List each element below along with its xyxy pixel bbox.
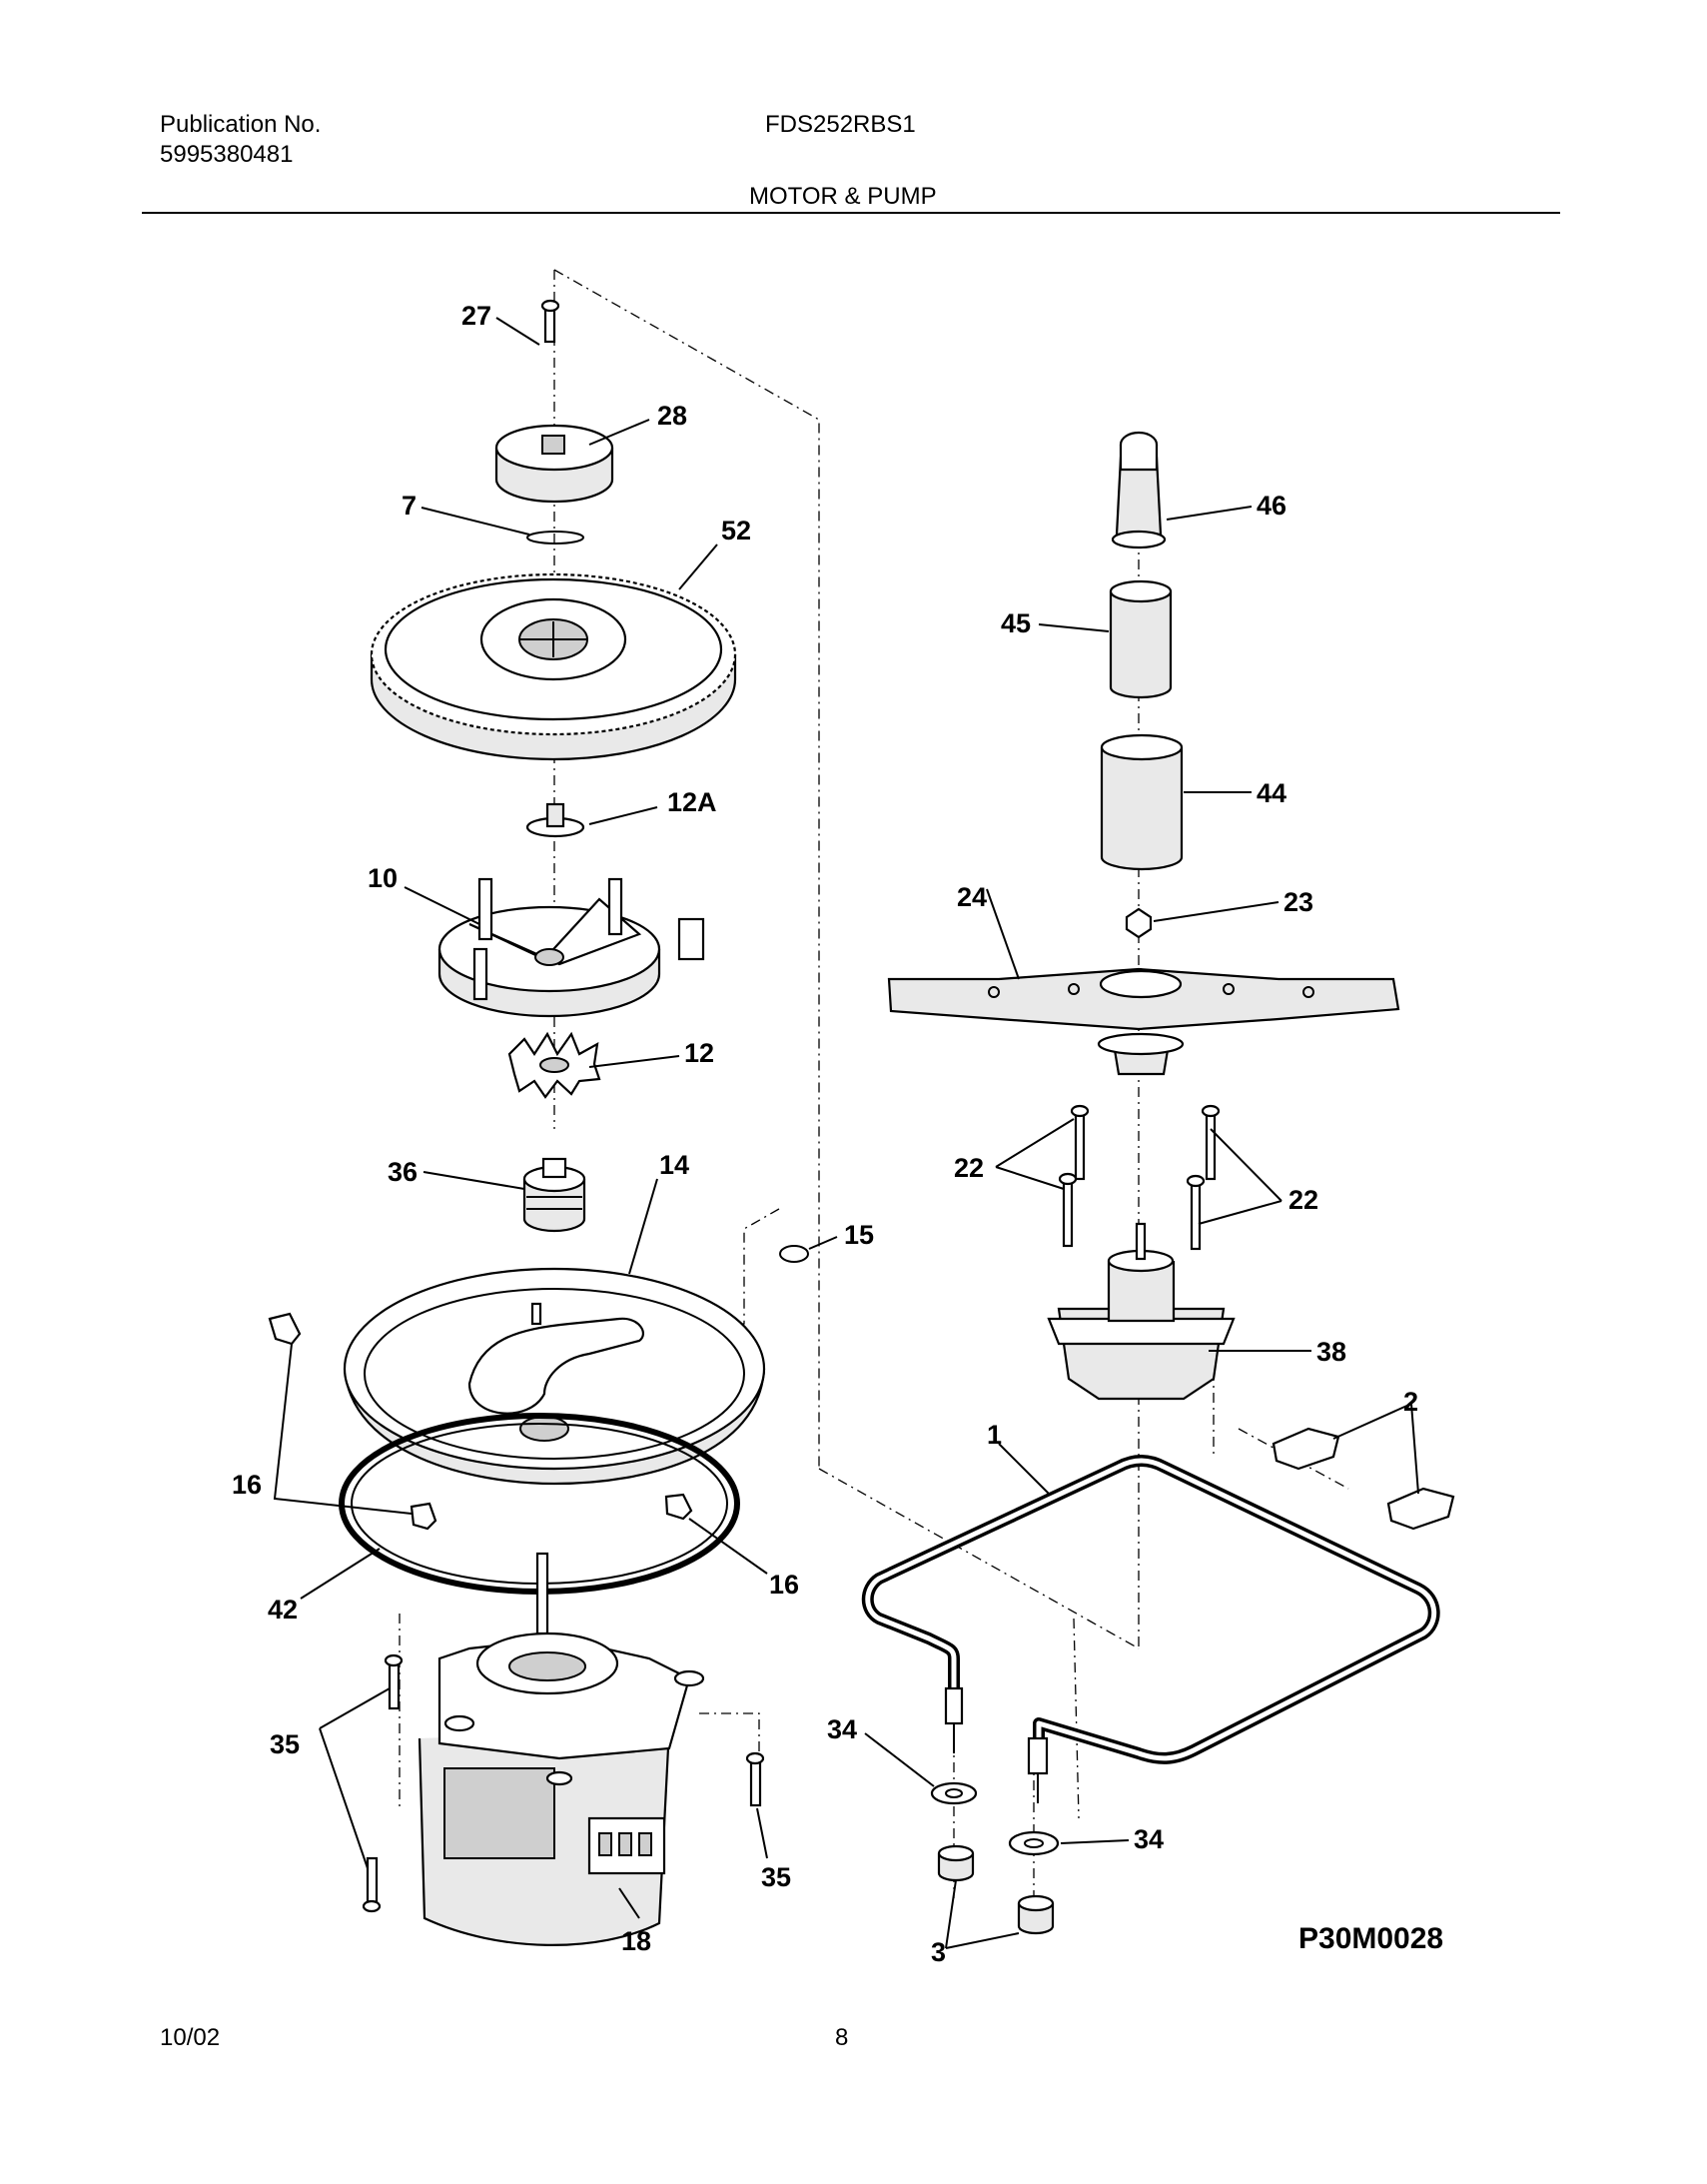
callout-24: 24 [957,882,987,912]
part-12-impeller [507,1031,601,1099]
part-16-brackets [268,1312,693,1531]
part-24-spray-arm [887,967,1400,1076]
header-rule [142,212,1560,214]
part-45-tube [1109,579,1173,699]
callout-23: 23 [1283,887,1313,917]
callout-36: 36 [388,1157,418,1187]
part-1-hose [861,1455,1440,1764]
diagram-code: P30M0028 [1298,1922,1443,1955]
callout-46: 46 [1257,491,1286,521]
leader-lines [273,317,1419,1949]
callout-3: 3 [931,1937,946,1967]
callout-1: 1 [987,1420,1002,1450]
part-52-gear [370,572,737,761]
footer-date: 10/02 [160,2024,221,2051]
callout-28: 28 [657,401,687,431]
part-44-tube [1100,733,1184,871]
part-15-clamp [779,1245,809,1263]
publication-label: Publication No. [160,111,322,138]
part-7-clip [526,531,584,545]
callout-22-left: 22 [954,1153,984,1183]
part-10-pump-housing [437,877,705,1018]
part-18-motor [418,1552,705,1946]
callout-2: 2 [1403,1387,1418,1417]
callout-16-left: 16 [232,1470,262,1500]
callout-10: 10 [368,863,398,893]
callout-12: 12 [684,1038,714,1068]
callout-7: 7 [402,491,417,521]
part-38-housing [1047,1222,1236,1401]
callout-35-left: 35 [270,1729,300,1759]
callout-14: 14 [659,1150,689,1180]
part-46-nozzle [1111,431,1167,549]
callout-27: 27 [461,301,491,331]
part-23-nut [1125,907,1153,939]
part-12a-washer [525,802,585,838]
callout-34-left: 34 [827,1714,857,1744]
part-27-screw [540,299,560,344]
part-22-bolts [1058,1104,1221,1251]
model-number: FDS252RBS1 [765,111,916,138]
callout-52: 52 [721,516,751,546]
part-28-hub [494,424,614,504]
callout-labels: 27 28 7 52 12A 10 12 36 14 15 16 16 42 3… [232,301,1443,1967]
callout-12a: 12A [667,787,717,817]
publication-number: 5995380481 [160,141,294,168]
callout-15: 15 [844,1220,874,1250]
callout-45: 45 [1001,608,1031,638]
part-36-seal [522,1157,586,1233]
callout-22-right: 22 [1288,1185,1318,1215]
part-14-sump [343,1267,766,1486]
part-35-screws [362,1653,765,1913]
part-2-clips [1272,1427,1455,1531]
callout-35-right: 35 [761,1862,791,1892]
callout-38: 38 [1316,1337,1346,1367]
section-title: MOTOR & PUMP [749,183,937,210]
callout-34-right: 34 [1134,1824,1164,1854]
footer-page-number: 8 [835,2024,849,2051]
callout-44: 44 [1257,778,1286,808]
callout-42: 42 [268,1595,298,1625]
callout-16-right: 16 [769,1570,799,1600]
callout-18: 18 [621,1926,651,1956]
